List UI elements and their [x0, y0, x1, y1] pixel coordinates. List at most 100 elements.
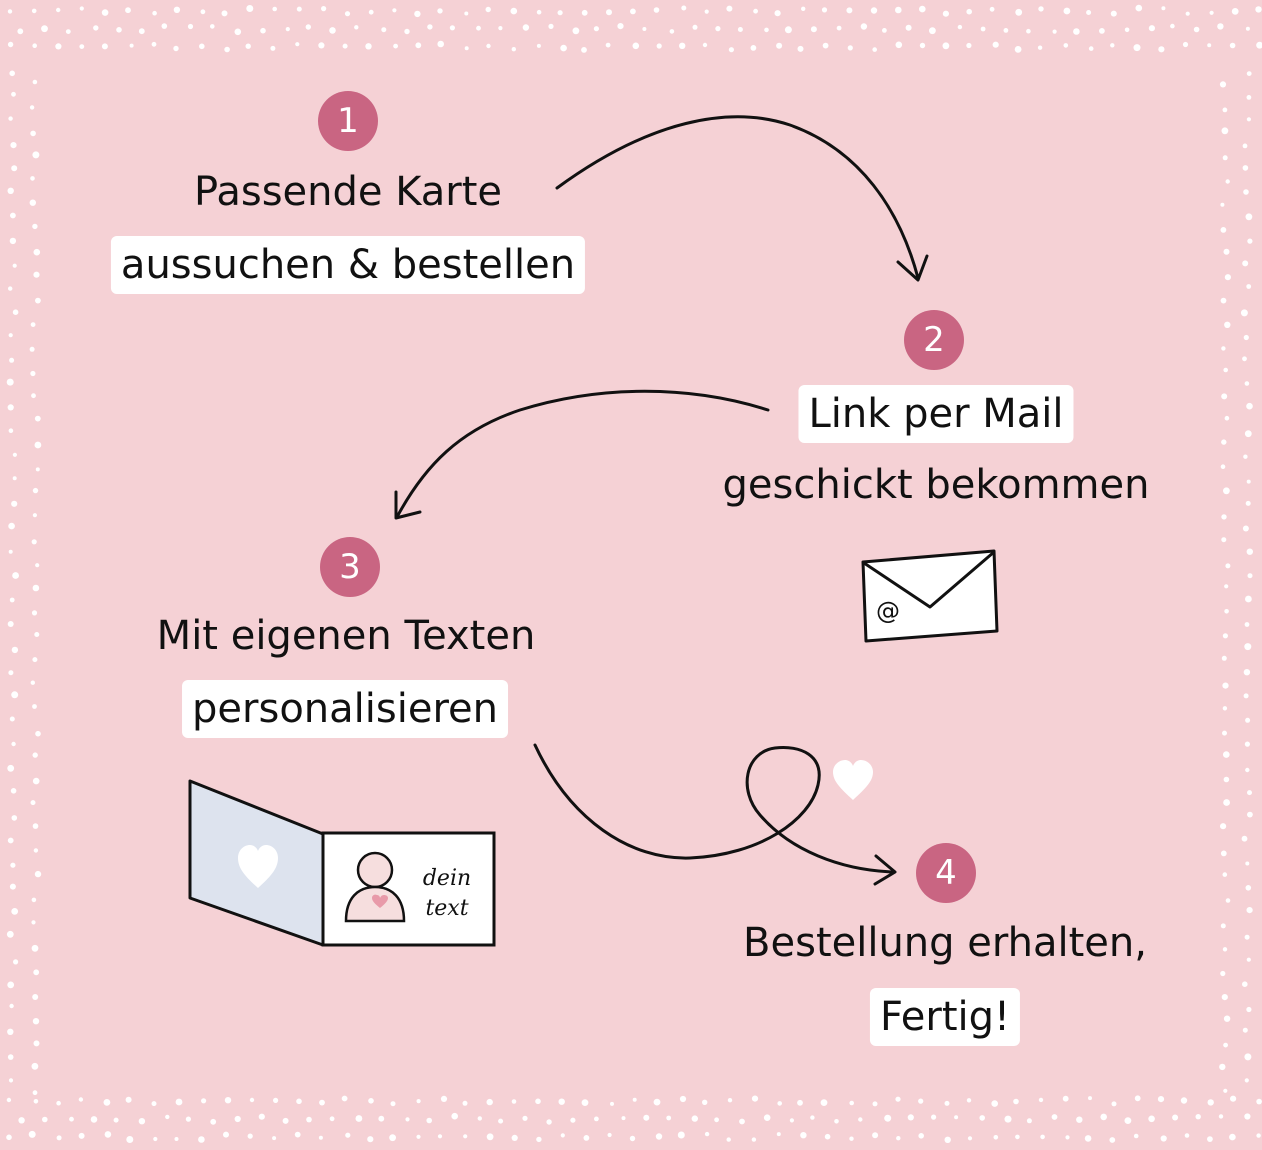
decor-dot [7, 764, 15, 772]
decor-dot [104, 1131, 112, 1138]
decor-dot [1088, 1096, 1092, 1101]
decor-dot [1223, 799, 1230, 806]
decor-dot [1110, 10, 1117, 17]
decor-dot [1246, 479, 1251, 484]
decor-dot [931, 1114, 937, 1120]
decor-dot [103, 1099, 111, 1106]
decor-dot [34, 415, 41, 422]
decor-dot [821, 7, 828, 13]
decor-dot [1207, 1099, 1214, 1106]
decor-dot [65, 29, 71, 34]
decor-dot [882, 28, 887, 33]
decor-dot [1220, 202, 1225, 207]
decor-dot [486, 1133, 494, 1141]
decor-dot [1219, 1063, 1226, 1071]
step-1-badge: 1 [318, 91, 378, 151]
decor-dot [31, 920, 36, 925]
decor-dot [1220, 464, 1226, 470]
decor-dot [32, 1018, 40, 1025]
decor-dot [1109, 1137, 1116, 1143]
decor-dot [32, 823, 39, 829]
decor-dot [557, 10, 563, 16]
decor-dot [187, 23, 194, 30]
decor-dot [581, 47, 587, 53]
decor-dot [13, 959, 19, 965]
decor-dot [942, 42, 950, 50]
decor-dot [1229, 1133, 1236, 1141]
decor-dot [681, 5, 687, 11]
decor-dot [653, 7, 660, 13]
decor-dot [905, 24, 912, 31]
decor-dot [93, 25, 99, 31]
decor-dot [1170, 23, 1175, 29]
decor-dot [1148, 25, 1155, 32]
decor-dot [175, 1098, 183, 1106]
decor-dot [1221, 393, 1228, 400]
decor-dot [1193, 26, 1200, 33]
decor-dot [6, 378, 14, 386]
arrowhead-step3 [394, 490, 422, 520]
decor-dot [427, 24, 433, 30]
decor-dot [477, 1116, 482, 1121]
decor-dot [498, 1118, 504, 1124]
decor-dot [125, 7, 131, 14]
decor-dot [101, 9, 109, 16]
decor-dot [17, 28, 24, 35]
decor-dot [1243, 669, 1251, 676]
decor-dot [56, 7, 61, 13]
decor-dot [967, 1136, 973, 1141]
envelope-icon: @ [861, 549, 999, 643]
decor-dot [653, 1098, 661, 1106]
decor-dot [11, 165, 18, 172]
decor-dot [1245, 213, 1253, 221]
decor-dot [116, 27, 122, 33]
decor-dot [174, 1137, 179, 1141]
decor-dot [7, 1054, 14, 1060]
decor-dot [90, 1116, 98, 1123]
decor-dot [101, 43, 108, 50]
decor-dot [1195, 1114, 1201, 1120]
decor-dot [617, 23, 624, 30]
decor-dot [727, 1098, 733, 1103]
heart-icon [833, 760, 873, 800]
decor-dot [258, 1113, 265, 1120]
decor-dot [536, 43, 541, 48]
decor-dot [1222, 682, 1229, 689]
decor-dot [464, 46, 469, 51]
decor-dot [1221, 514, 1227, 520]
decor-dot [1221, 439, 1227, 445]
decor-dot [329, 27, 336, 34]
decor-dot [1247, 573, 1253, 579]
decor-dot [35, 563, 40, 568]
decor-dot [836, 25, 842, 31]
decor-dot [593, 26, 600, 32]
decor-dot [1052, 29, 1057, 34]
arrow-step1-to-step2 [555, 115, 920, 280]
decor-dot [605, 42, 611, 48]
decor-dot [31, 1062, 39, 1070]
decor-dot [1242, 356, 1247, 362]
decor-dot [629, 1135, 636, 1142]
decor-dot [737, 27, 743, 32]
decor-dot [185, 1116, 191, 1122]
decor-dot [199, 43, 205, 50]
decor-dot [33, 1099, 39, 1104]
decor-dot [606, 9, 612, 16]
decor-dot [33, 848, 39, 853]
decor-dot [822, 42, 829, 49]
decor-dot [1223, 1042, 1228, 1048]
decor-dot [860, 23, 868, 30]
decor-dot [9, 716, 15, 722]
decor-dot [1231, 7, 1239, 15]
decor-dot [11, 741, 16, 747]
decor-dot [739, 1118, 745, 1125]
decor-dot [318, 1135, 323, 1140]
decor-dot [777, 1101, 782, 1106]
decor-dot [449, 25, 455, 31]
decor-dot [1244, 934, 1250, 940]
decor-dot [570, 1117, 576, 1123]
decor-dot [35, 467, 40, 472]
decor-dot [884, 1114, 892, 1122]
